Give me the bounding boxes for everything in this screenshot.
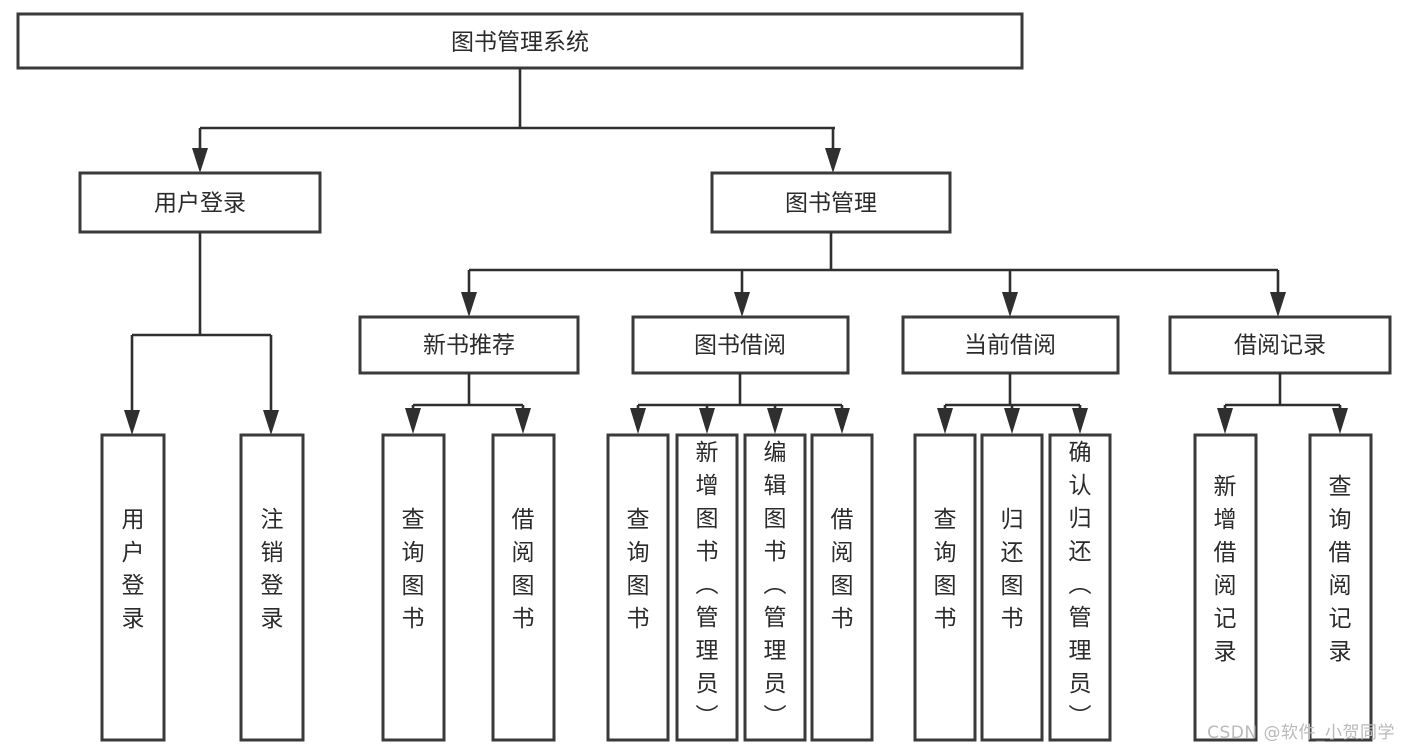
node-borrow-record-label: 借阅记录 [1234, 333, 1326, 359]
leaf-add-book-label: 新增图书︵管理员︶ [696, 440, 719, 730]
leaf-user-login[interactable]: 用户登录 [100, 433, 166, 742]
leaf-borrow-book-2-label: 借阅图书 [831, 507, 854, 632]
leaf-query-book-3[interactable]: 查询图书 [913, 433, 977, 742]
node-root-system-box [16, 12, 1024, 70]
node-current-borrow[interactable]: 当前借阅 [901, 315, 1120, 375]
leaf-borrow-book-1-label: 借阅图书 [512, 507, 535, 632]
node-new-book-recommend-label: 新书推荐 [423, 333, 515, 359]
node-borrow-record[interactable]: 借阅记录 [1168, 315, 1392, 375]
leaf-confirm-return-label: 确认归还︵管理员︶ [1069, 440, 1092, 730]
arrow-icon [1217, 408, 1233, 434]
arrow-icon [630, 408, 646, 434]
node-root-system-label: 图书管理系统 [451, 30, 589, 56]
leaf-return-book-box [980, 433, 1044, 742]
arrow-icon [699, 408, 715, 434]
arrow-icon [937, 408, 953, 434]
leaf-borrow-book-2[interactable]: 借阅图书 [810, 433, 874, 742]
leaf-return-book-label: 归还图书 [1001, 507, 1024, 632]
connector-root-to-level2 [192, 68, 1278, 173]
leaf-logout-login-box [239, 433, 305, 742]
arrow-icon [834, 408, 850, 434]
arrow-icon [1072, 408, 1088, 434]
arrow-icon [1270, 292, 1286, 317]
leaf-confirm-return[interactable]: 确认归还︵管理员︶ [1048, 433, 1112, 742]
arrow-icon [124, 410, 140, 435]
leaf-logout-login-label: 注销登录 [261, 507, 284, 632]
node-book-borrow[interactable]: 图书借阅 [631, 315, 850, 375]
leaf-edit-book-label: 编辑图书︵管理员︶ [764, 440, 787, 730]
arrow-icon [1004, 408, 1020, 434]
node-book-manage[interactable]: 图书管理 [710, 171, 952, 234]
arrow-icon [192, 148, 208, 173]
leaf-query-book-1-label: 查询图书 [402, 507, 425, 632]
connector-book-borrow-to-leaves [630, 373, 850, 434]
leaf-query-book-3-box [913, 433, 977, 742]
leaf-borrow-book-2-box [810, 433, 874, 742]
leaf-logout-login[interactable]: 注销登录 [239, 433, 305, 742]
leaf-query-book-2[interactable]: 查询图书 [606, 433, 670, 742]
node-current-borrow-label: 当前借阅 [964, 333, 1056, 359]
connector-borrow-record-to-leaves [1217, 373, 1348, 434]
connector-book-manage-to-level3 [461, 232, 1286, 317]
leaf-confirm-return-box [1048, 433, 1112, 742]
node-user-login-box [78, 171, 322, 234]
arrow-icon [405, 408, 421, 434]
leaf-add-borrow-record-label: 新增借阅记录 [1214, 474, 1237, 665]
leaf-add-book-box [675, 433, 739, 742]
node-current-borrow-box [901, 315, 1120, 375]
leaf-query-borrow-record[interactable]: 查询借阅记录 [1308, 433, 1373, 742]
leaf-edit-book[interactable]: 编辑图书︵管理员︶ [743, 433, 807, 742]
leaf-query-borrow-record-label: 查询借阅记录 [1329, 474, 1352, 665]
connector-current-borrow-to-leaves [937, 373, 1088, 434]
leaf-user-login-box [100, 433, 166, 742]
node-new-book-recommend[interactable]: 新书推荐 [358, 315, 580, 375]
arrow-icon [263, 410, 279, 435]
leaf-query-book-2-label: 查询图书 [627, 507, 650, 632]
leaf-add-borrow-record[interactable]: 新增借阅记录 [1193, 433, 1258, 742]
leaf-query-book-2-box [606, 433, 670, 742]
arrow-icon [1002, 292, 1018, 317]
leaf-query-book-3-label: 查询图书 [934, 507, 957, 632]
node-user-login-label: 用户登录 [154, 191, 246, 217]
node-root-system[interactable]: 图书管理系统 [16, 12, 1024, 70]
leaf-edit-book-box [743, 433, 807, 742]
connector-user-login-to-leaves [124, 232, 279, 435]
leaf-borrow-book-1-box [491, 433, 556, 742]
leaf-query-book-1[interactable]: 查询图书 [381, 433, 446, 742]
leaf-return-book[interactable]: 归还图书 [980, 433, 1044, 742]
node-new-book-recommend-box [358, 315, 580, 375]
arrow-icon [515, 408, 531, 434]
leaf-query-borrow-record-box [1308, 433, 1373, 742]
node-book-manage-label: 图书管理 [785, 191, 877, 217]
node-user-login[interactable]: 用户登录 [78, 171, 322, 234]
arrow-icon [1332, 408, 1348, 434]
leaf-query-book-1-box [381, 433, 446, 742]
connector-new-book-recommend-to-leaves [405, 373, 531, 434]
node-book-borrow-label: 图书借阅 [694, 333, 786, 359]
leaf-borrow-book-1[interactable]: 借阅图书 [491, 433, 556, 742]
leaf-add-book[interactable]: 新增图书︵管理员︶ [675, 433, 739, 742]
arrow-icon [461, 292, 477, 317]
leaf-user-login-label: 用户登录 [122, 507, 145, 632]
arrow-icon [825, 148, 841, 173]
leaf-add-borrow-record-box [1193, 433, 1258, 742]
arrow-icon [734, 292, 750, 317]
arrow-icon [767, 408, 783, 434]
